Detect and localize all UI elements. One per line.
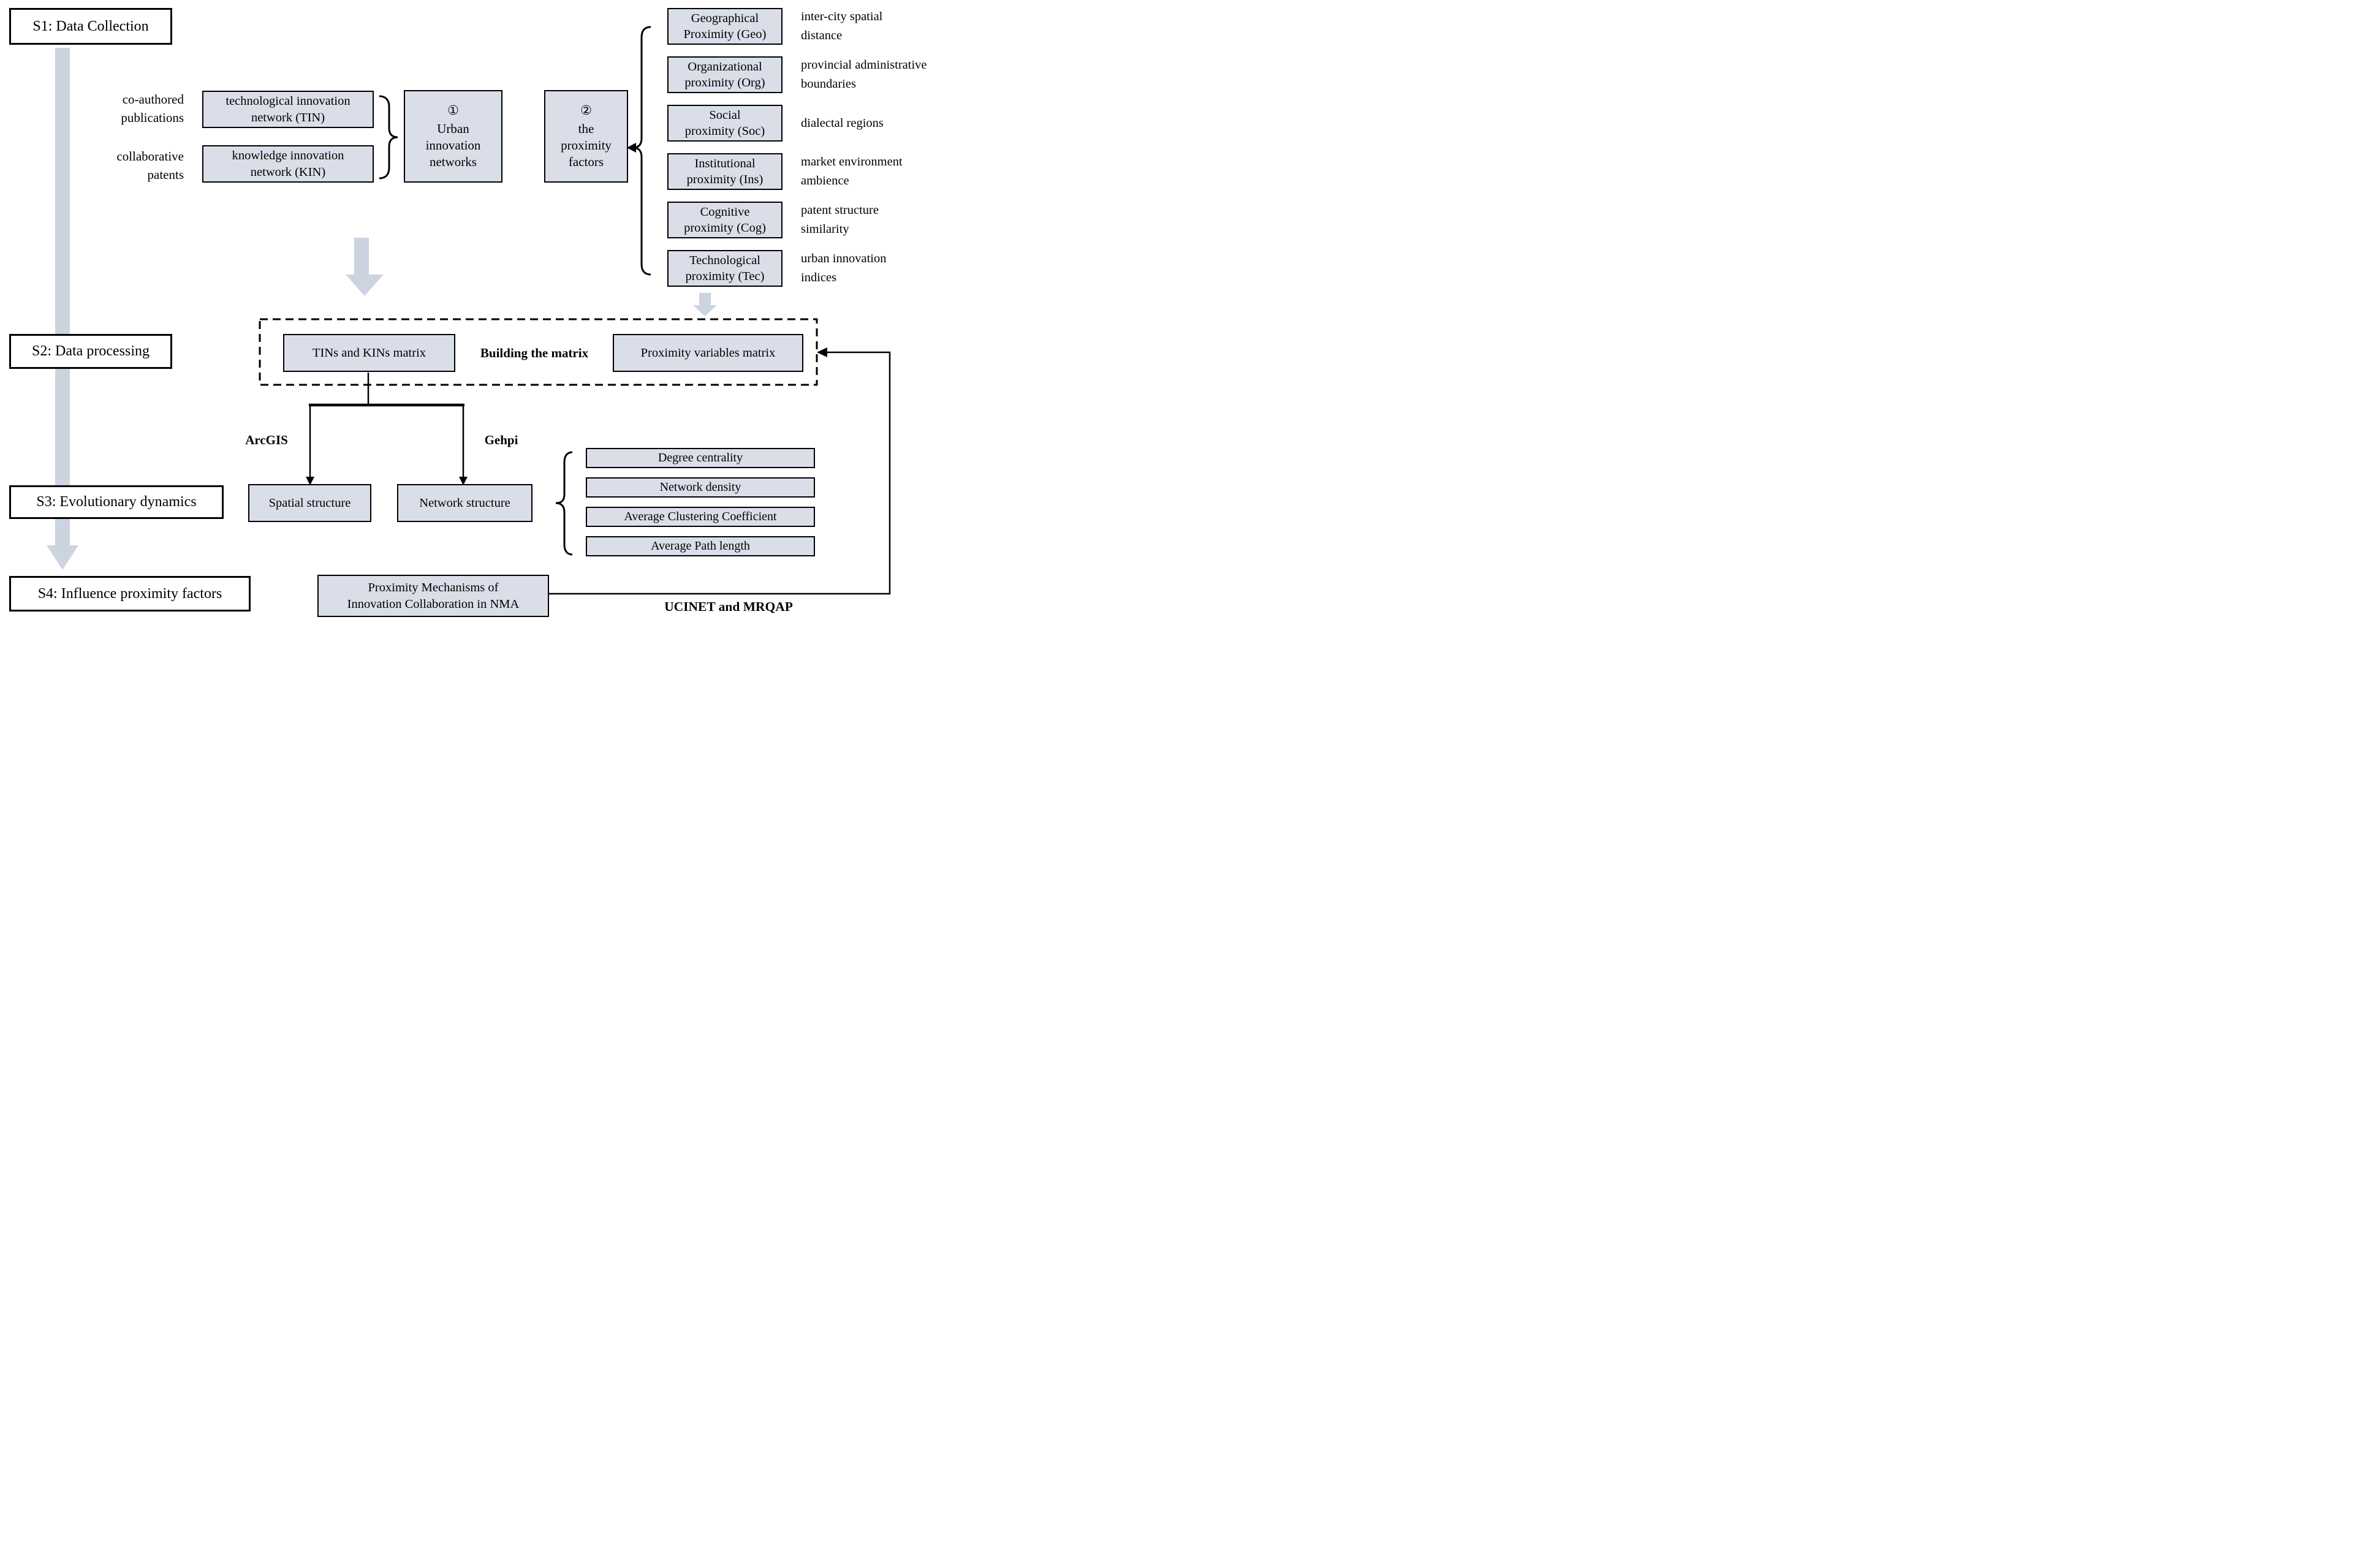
factor-box-cog: Cognitive proximity (Cog) bbox=[667, 202, 783, 238]
network-structure-box: Network structure bbox=[397, 484, 532, 522]
tin-box: technological innovation network (TIN) bbox=[202, 91, 374, 128]
networks-down-arrow-shaft bbox=[354, 238, 369, 275]
gehpi-label: Gehpi bbox=[484, 432, 518, 447]
spatial-structure-box: Spatial structure bbox=[248, 484, 371, 522]
matrix-group-dashed-border bbox=[259, 318, 818, 386]
proximity-variables-matrix-box: Proximity variables matrix bbox=[613, 334, 803, 372]
proximity-factors-label: the proximity factors bbox=[561, 121, 612, 169]
urban-innovation-networks-box: ① Urban innovation networks bbox=[404, 90, 502, 183]
factors-down-arrowhead bbox=[693, 305, 717, 316]
metric-box-network-density: Network density bbox=[586, 477, 815, 498]
factor-box-tec: Technological proximity (Tec) bbox=[667, 250, 783, 287]
networks-down-arrowhead bbox=[346, 275, 384, 296]
factor-box-ins: Institutional proximity (Ins) bbox=[667, 153, 783, 190]
proximity-factors-box: ② the proximity factors bbox=[544, 90, 628, 183]
source-label-patents: collaborative patents bbox=[116, 149, 184, 183]
metric-box-degree-centrality: Degree centrality bbox=[586, 448, 815, 468]
factor-box-soc: Social proximity (Soc) bbox=[667, 105, 783, 142]
factor-box-geo: Geographical Proximity (Geo) bbox=[667, 8, 783, 45]
building-the-matrix-label: Building the matrix bbox=[480, 345, 589, 360]
stage-s1-box: S1: Data Collection bbox=[9, 8, 172, 45]
factor-box-org: Organizational proximity (Org) bbox=[667, 56, 783, 93]
factor-desc-org: provincial administrative boundaries bbox=[801, 58, 927, 91]
factor-desc-cog: patent structure similarity bbox=[801, 203, 879, 236]
factor-desc-geo: inter-city spatial distance bbox=[801, 10, 883, 42]
circled-one-icon: ① bbox=[447, 103, 459, 118]
metric-box-avg-path-length: Average Path length bbox=[586, 536, 815, 556]
factor-desc-tec: urban innovation indices bbox=[801, 252, 887, 284]
kin-box: knowledge innovation network (KIN) bbox=[202, 145, 374, 183]
proximity-mechanisms-box: Proximity Mechanisms of Innovation Colla… bbox=[317, 575, 549, 617]
arcgis-label: ArcGIS bbox=[245, 432, 288, 447]
ucinet-mrqap-label: UCINET and MRQAP bbox=[664, 599, 793, 615]
factor-desc-ins: market environment ambience bbox=[801, 155, 903, 187]
research-framework-diagram: S1: Data Collection S2: Data processing … bbox=[0, 0, 947, 623]
stage-flow-arrow-shaft bbox=[55, 48, 70, 545]
stage-s3-box: S3: Evolutionary dynamics bbox=[9, 485, 224, 519]
feedback-line bbox=[548, 351, 891, 595]
urban-innovation-networks-label: Urban innovation networks bbox=[425, 121, 481, 169]
circled-two-icon: ② bbox=[580, 103, 592, 118]
feedback-arrowhead bbox=[817, 347, 827, 357]
factors-down-arrow-shaft bbox=[699, 293, 711, 305]
connector-layer bbox=[47, 26, 891, 595]
proximity-group-arrowhead bbox=[627, 143, 636, 153]
factor-desc-soc: dialectal regions bbox=[801, 116, 884, 130]
tins-kins-matrix-box: TINs and KINs matrix bbox=[283, 334, 455, 372]
metric-box-avg-clustering-coefficient: Average Clustering Coefficient bbox=[586, 507, 815, 527]
metrics-brace bbox=[555, 451, 573, 556]
spatial-arrowhead bbox=[306, 477, 314, 485]
stage-s4-box: S4: Influence proximity factors bbox=[9, 576, 251, 612]
stage-flow-arrowhead bbox=[47, 545, 78, 570]
tin-kin-brace bbox=[379, 95, 398, 180]
stage-s2-box: S2: Data processing bbox=[9, 334, 172, 369]
network-arrowhead bbox=[459, 477, 468, 485]
source-label-publications: co-authored publications bbox=[121, 92, 184, 126]
